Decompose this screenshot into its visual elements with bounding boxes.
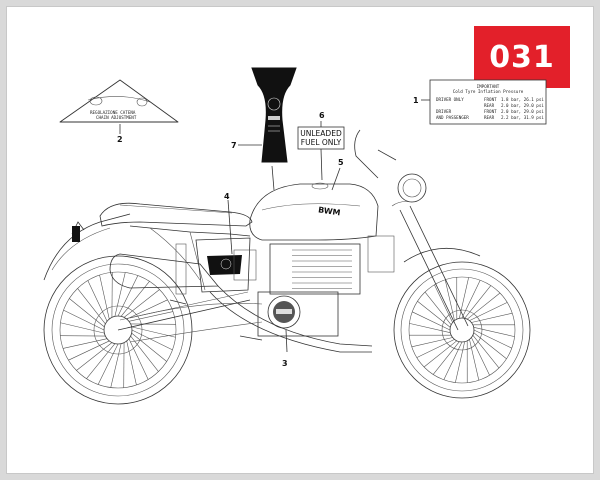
callout-5: 5 xyxy=(338,158,344,167)
side-cover-decal xyxy=(207,255,242,275)
fuel-label-line1: UNLEADED xyxy=(300,129,342,138)
fuel-label-line2: FUEL ONLY xyxy=(301,138,342,147)
tyre-row-4-rider: AND PASSENGER xyxy=(436,115,469,120)
callout-6: 6 xyxy=(319,111,325,120)
callout-4: 4 xyxy=(224,192,230,201)
callout-7: 7 xyxy=(231,141,237,150)
tyre-label-title: IMPORTANT xyxy=(477,84,500,89)
rear-wheel xyxy=(43,255,193,405)
tyre-label-subtitle: Cold Tyre Inflation Pressure xyxy=(453,89,524,94)
tyre-row-3-pos: FRONT xyxy=(484,109,497,114)
tyre-row-2-pos: REAR xyxy=(484,103,495,108)
tyre-row-3-rider: DRIVER xyxy=(436,109,452,114)
tyre-row-3-value: 2.0 bar, 29.0 psi xyxy=(501,109,544,114)
unleaded-fuel-decal: 6 UNLEADED FUEL ONLY xyxy=(297,111,345,181)
tank-brand: BWM xyxy=(318,205,342,217)
tyre-row-1-pos: FRONT xyxy=(484,97,497,102)
engine-cover-decal xyxy=(273,301,295,323)
tyre-row-1-value: 1.8 bar, 26.1 psi xyxy=(501,97,544,102)
page-code-badge: 031 xyxy=(474,26,570,88)
callout-1: 1 xyxy=(413,96,419,105)
tyre-row-4-value: 2.2 bar, 31.9 psi xyxy=(501,115,544,120)
chain-adjustment-decal: REGOLAZIONE CATENA CHAIN ADJUSTMENT 2 xyxy=(59,79,179,144)
front-wheel xyxy=(393,261,531,399)
motorcycle-drawing: 4 BWM 5 3 xyxy=(43,129,531,405)
tank-pad-decal: 7 xyxy=(231,67,297,163)
tyre-pressure-decal: 1 IMPORTANT Cold Tyre Inflation Pressure… xyxy=(413,79,547,125)
tyre-row-2-value: 2.0 bar, 29.0 psi xyxy=(501,103,544,108)
callout-3: 3 xyxy=(282,359,288,368)
chain-label-line1: REGOLAZIONE CATENA xyxy=(90,110,136,115)
tyre-row-4-pos: REAR xyxy=(484,115,495,120)
tyre-row-1-rider: DRIVER ONLY xyxy=(436,97,464,102)
chain-label-line2: CHAIN ADJUSTMENT xyxy=(96,115,137,120)
callout-2: 2 xyxy=(117,135,123,144)
